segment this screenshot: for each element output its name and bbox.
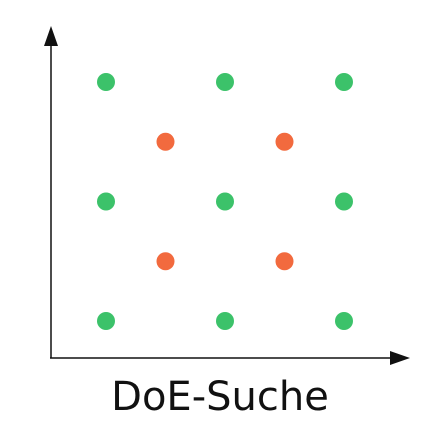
design-points — [97, 73, 353, 330]
design-point-orange — [275, 132, 294, 151]
design-point-green — [216, 73, 234, 91]
y-axis-arrowhead — [44, 26, 58, 46]
x-axis-arrowhead — [390, 351, 410, 365]
caption: DoE-Suche — [111, 374, 329, 420]
design-point-orange — [275, 252, 294, 271]
design-point-green — [216, 312, 234, 330]
design-point-green — [335, 73, 353, 91]
design-point-green — [97, 73, 115, 91]
design-point-orange — [156, 252, 175, 271]
design-point-orange — [156, 132, 175, 151]
design-point-green — [97, 312, 115, 330]
design-point-green — [335, 312, 353, 330]
design-point-green — [216, 192, 234, 211]
design-point-green — [335, 192, 353, 211]
design-point-green — [97, 192, 115, 211]
